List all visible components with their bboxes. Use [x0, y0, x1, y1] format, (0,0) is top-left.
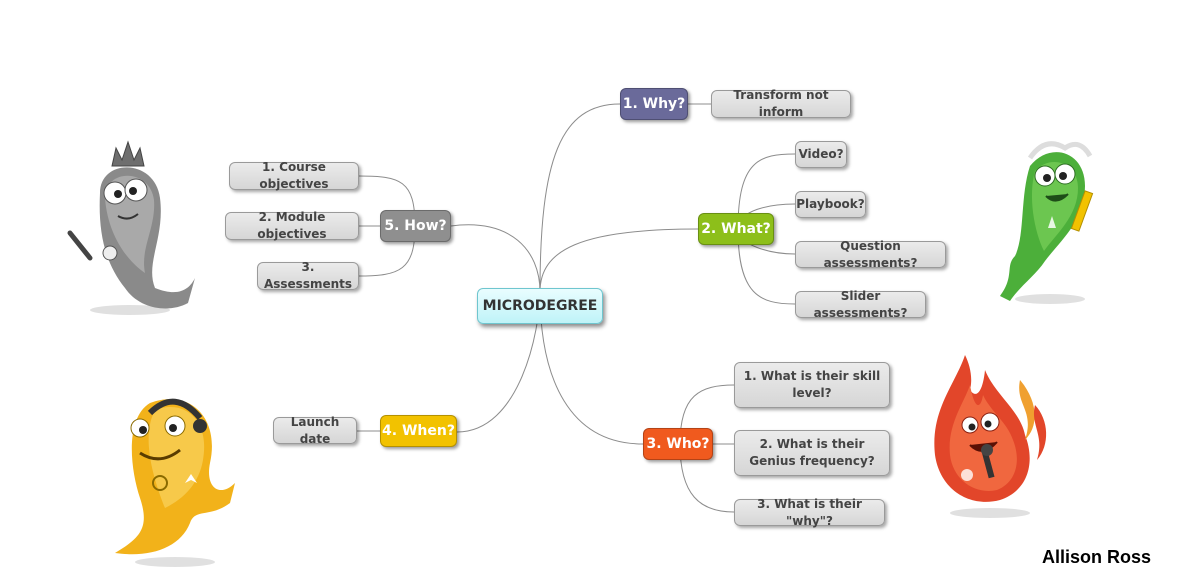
what-child-3-label: Question assessments?	[823, 238, 918, 270]
root-node[interactable]: MICRODEGREE	[477, 288, 603, 324]
how-child-3-label: 3. Assessments	[263, 260, 353, 291]
who-child-2-label: 2. What is their Genius frequency?	[749, 437, 875, 468]
who-child-1-label: 1. What is their skill level?	[743, 369, 881, 400]
why-child-1[interactable]: Transform not inform	[711, 88, 851, 119]
red-flame-with-microphone-icon	[934, 355, 1047, 518]
how-child-2-label: 2. Module objectives	[257, 210, 327, 241]
green-fish-with-pencil-icon	[1000, 141, 1094, 304]
how-child-1[interactable]: 1. Course objectives	[229, 160, 359, 191]
what-child-1[interactable]: Video?	[795, 141, 847, 168]
how-child-2[interactable]: 2. Module objectives	[225, 210, 359, 241]
branch-what-label: 2. What?	[701, 221, 771, 237]
what-child-1-label: Video?	[798, 147, 844, 161]
crowned-gray-fish-icon	[67, 140, 195, 315]
how-child-1-label: 1. Course objectives	[259, 160, 329, 191]
who-child-3-label: 3. What is their "why"?	[757, 496, 862, 528]
who-child-1[interactable]: 1. What is their skill level?	[734, 362, 890, 408]
orange-fish-with-headset-icon	[115, 398, 235, 567]
branch-who[interactable]: 3. Who?	[643, 428, 713, 460]
branch-why-label: 1. Why?	[622, 96, 686, 112]
branch-how-label: 5. How?	[384, 218, 447, 234]
when-child-1[interactable]: Launch date	[273, 415, 357, 446]
why-child-1-label: Transform not inform	[733, 88, 829, 119]
what-child-4[interactable]: Slider assessments?	[795, 289, 926, 320]
what-child-3[interactable]: Question assessments?	[795, 239, 946, 270]
what-child-2-label: Playbook?	[796, 197, 865, 211]
who-child-2[interactable]: 2. What is their Genius frequency?	[734, 430, 890, 476]
branch-when-label: 4. When?	[382, 423, 455, 439]
root-label: MICRODEGREE	[482, 298, 598, 314]
branch-what[interactable]: 2. What?	[698, 213, 774, 245]
what-child-4-label: Slider assessments?	[813, 288, 908, 320]
branch-how[interactable]: 5. How?	[380, 210, 451, 242]
when-child-1-label: Launch date	[290, 414, 340, 446]
author-credit: Allison Ross	[1042, 547, 1152, 567]
what-child-2[interactable]: Playbook?	[795, 191, 866, 218]
who-child-3[interactable]: 3. What is their "why"?	[734, 497, 885, 528]
branch-why[interactable]: 1. Why?	[620, 88, 688, 120]
branch-when[interactable]: 4. When?	[380, 415, 457, 447]
how-child-3[interactable]: 3. Assessments	[257, 260, 359, 291]
branch-who-label: 3. Who?	[646, 436, 710, 452]
